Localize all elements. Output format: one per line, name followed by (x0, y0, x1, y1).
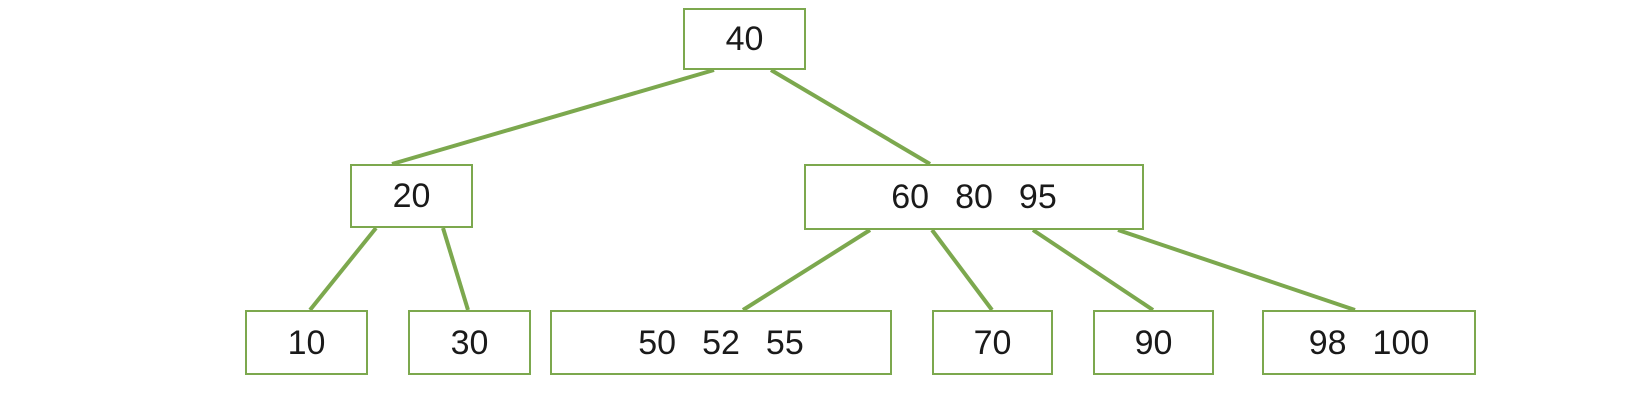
tree-node-root[interactable]: 40 (683, 8, 806, 70)
tree-node-internal-left[interactable]: 20 (350, 164, 473, 228)
node-key: 80 (955, 178, 993, 216)
node-key: 55 (765, 323, 804, 362)
tree-node-leaf-70[interactable]: 70 (932, 310, 1053, 375)
node-key: 90 (1134, 323, 1173, 362)
node-key: 40 (725, 20, 764, 58)
node-key: 60 (891, 178, 930, 216)
tree-edge (1031, 228, 1155, 312)
tree-node-leaf-10[interactable]: 10 (245, 310, 368, 375)
tree-edge (930, 228, 994, 312)
tree-node-leaf-30[interactable]: 30 (408, 310, 531, 375)
tree-edge (391, 68, 715, 166)
node-keys: 30 (451, 326, 489, 360)
node-keys: 20 (393, 179, 431, 213)
tree-node-leaf-98-100[interactable]: 98 100 (1262, 310, 1476, 375)
node-keys: 40 (726, 22, 764, 56)
node-keys: 10 (288, 326, 326, 360)
node-keys: 98 100 (1309, 326, 1430, 360)
tree-node-leaf-50-52-55[interactable]: 50 52 55 (550, 310, 892, 375)
node-keys: 70 (974, 326, 1012, 360)
node-key: 100 (1372, 323, 1430, 362)
tree-edge (769, 68, 932, 166)
node-keys: 90 (1135, 326, 1173, 360)
node-key: 98 (1308, 323, 1347, 362)
node-key: 10 (287, 323, 326, 362)
tree-edge (741, 228, 872, 312)
node-key: 52 (702, 323, 740, 362)
tree-edge (1117, 228, 1356, 312)
node-keys: 60 80 95 (891, 180, 1056, 214)
node-key: 95 (1018, 178, 1057, 216)
node-key: 50 (638, 323, 677, 362)
tree-node-leaf-90[interactable]: 90 (1093, 310, 1214, 375)
tree-edge (308, 226, 378, 312)
node-key: 70 (973, 323, 1012, 362)
node-key: 20 (392, 177, 431, 215)
node-keys: 50 52 55 (638, 326, 803, 360)
tree-node-internal-right[interactable]: 60 80 95 (804, 164, 1144, 230)
tree-edge (441, 227, 470, 311)
node-key: 30 (450, 323, 489, 362)
